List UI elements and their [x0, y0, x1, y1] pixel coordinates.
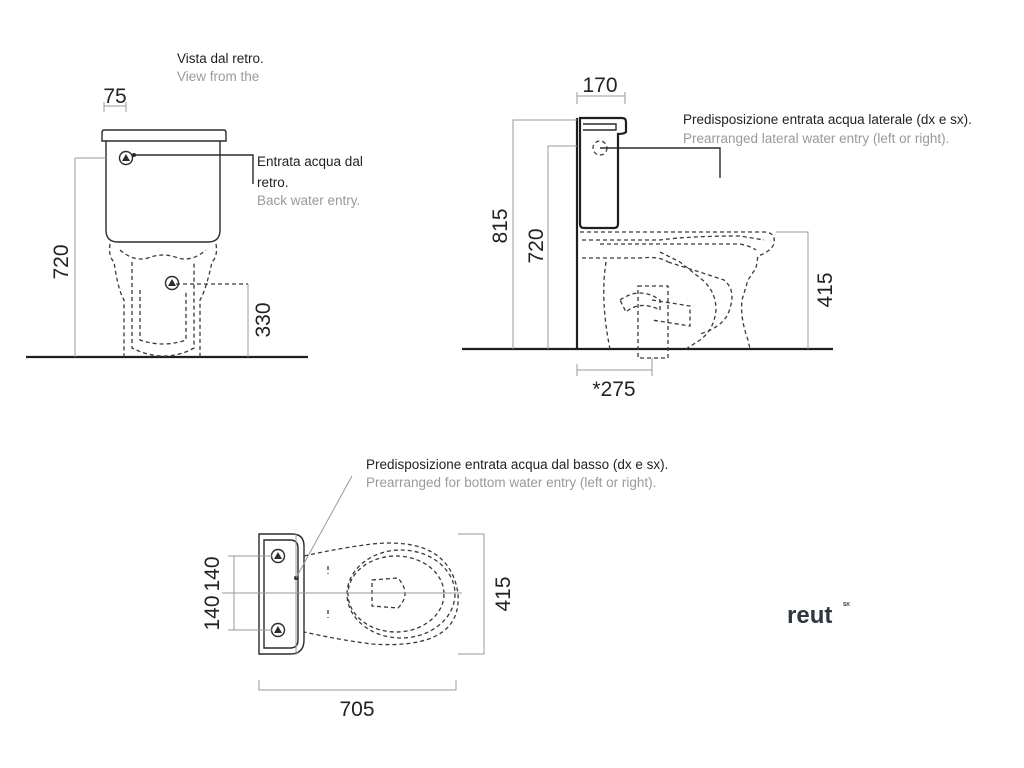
- back-view: 75 720 330 Vista dal retro. View from th…: [26, 51, 363, 359]
- top-view-note-it: Predisposizione entrata acqua dal basso …: [366, 457, 668, 472]
- side-view-leader: [600, 147, 721, 178]
- side-view-cistern: [578, 116, 628, 230]
- water-inlet-icon: [164, 275, 180, 291]
- top-view-dim-705: 705: [339, 698, 374, 721]
- side-view-outlet-box: [637, 285, 669, 359]
- top-view-bowl-rim: [346, 549, 456, 639]
- back-view-pedestal: [131, 262, 195, 357]
- top-view: 140 140 415 705 Predisposizione entrata …: [201, 457, 668, 721]
- water-inlet-icon: [118, 150, 134, 166]
- top-view-note-en: Prearranged for bottom water entry (left…: [366, 475, 656, 490]
- back-view-leader: [134, 154, 254, 184]
- side-view-dim-275: *275: [592, 378, 635, 401]
- top-view-cistern-outer: [258, 533, 305, 655]
- back-view-dim-330: 330: [252, 302, 275, 337]
- side-view-note-en: Prearranged lateral water entry (left or…: [683, 131, 949, 146]
- back-view-dim-720: 720: [50, 244, 73, 279]
- top-view-bowl-outline: [303, 542, 459, 646]
- side-view-outlet-pipe: [651, 299, 691, 327]
- top-view-dim-705-line: [258, 680, 457, 691]
- back-view-cistern-lid: [101, 129, 227, 142]
- back-view-cistern-body: [105, 141, 221, 243]
- back-view-pedestal-inner: [139, 290, 187, 345]
- side-view-dim-170: 170: [582, 74, 617, 97]
- side-view-bowl-outline: [580, 231, 775, 350]
- side-view-dim-815-line: [512, 119, 577, 349]
- side-view-bowl-rim: [582, 235, 765, 241]
- side-view-bowl-rim-inner: [600, 243, 757, 251]
- side-view-dim-415-line: [776, 231, 809, 349]
- back-view-dim-75: 75: [103, 85, 126, 108]
- side-view-bowl-seat: [582, 256, 669, 263]
- side-view-dim-720-line: [547, 145, 577, 349]
- back-view-note-it-2: retro.: [257, 175, 289, 190]
- side-view-dim-815: 815: [489, 208, 512, 243]
- brand-name: reut: [787, 602, 832, 629]
- back-view-title-en: View from the: [177, 69, 259, 84]
- top-view-dim-415-line: [458, 533, 485, 655]
- water-inlet-icon: [270, 548, 286, 564]
- back-view-title-it: Vista dal retro.: [177, 51, 264, 66]
- side-view-dim-720: 720: [525, 228, 548, 263]
- brand-logo: reut SK: [787, 602, 850, 629]
- brand-suffix: SK: [843, 602, 850, 608]
- back-view-bowl-rim: [119, 249, 207, 260]
- top-view-cistern-inner: [263, 539, 299, 649]
- top-view-bowl-inner: [347, 555, 445, 633]
- side-view: 170 815 720 415 *275 Predisposizione ent…: [462, 74, 972, 401]
- top-view-dim-415: 415: [492, 576, 515, 611]
- back-view-note-it-1: Entrata acqua dal: [257, 154, 363, 169]
- side-view-trap: [659, 251, 717, 350]
- side-view-pedestal-front: [603, 261, 611, 350]
- side-view-dim-415: 415: [814, 272, 837, 307]
- back-view-bowl-right: [199, 243, 218, 357]
- top-view-dim-140-upper: 140: [201, 556, 224, 591]
- top-view-dim-140-lower: 140: [201, 595, 224, 630]
- top-view-leader: [295, 475, 353, 579]
- side-view-trap-inner: [667, 261, 733, 335]
- side-view-cistern-lid: [583, 123, 617, 131]
- back-view-note-en: Back water entry.: [257, 193, 360, 208]
- top-view-drain: [371, 577, 406, 609]
- back-view-bowl-left: [108, 243, 125, 357]
- side-view-note-it: Predisposizione entrata acqua laterale (…: [683, 112, 972, 127]
- water-inlet-icon: [270, 622, 286, 638]
- side-view-outlet: [619, 292, 661, 314]
